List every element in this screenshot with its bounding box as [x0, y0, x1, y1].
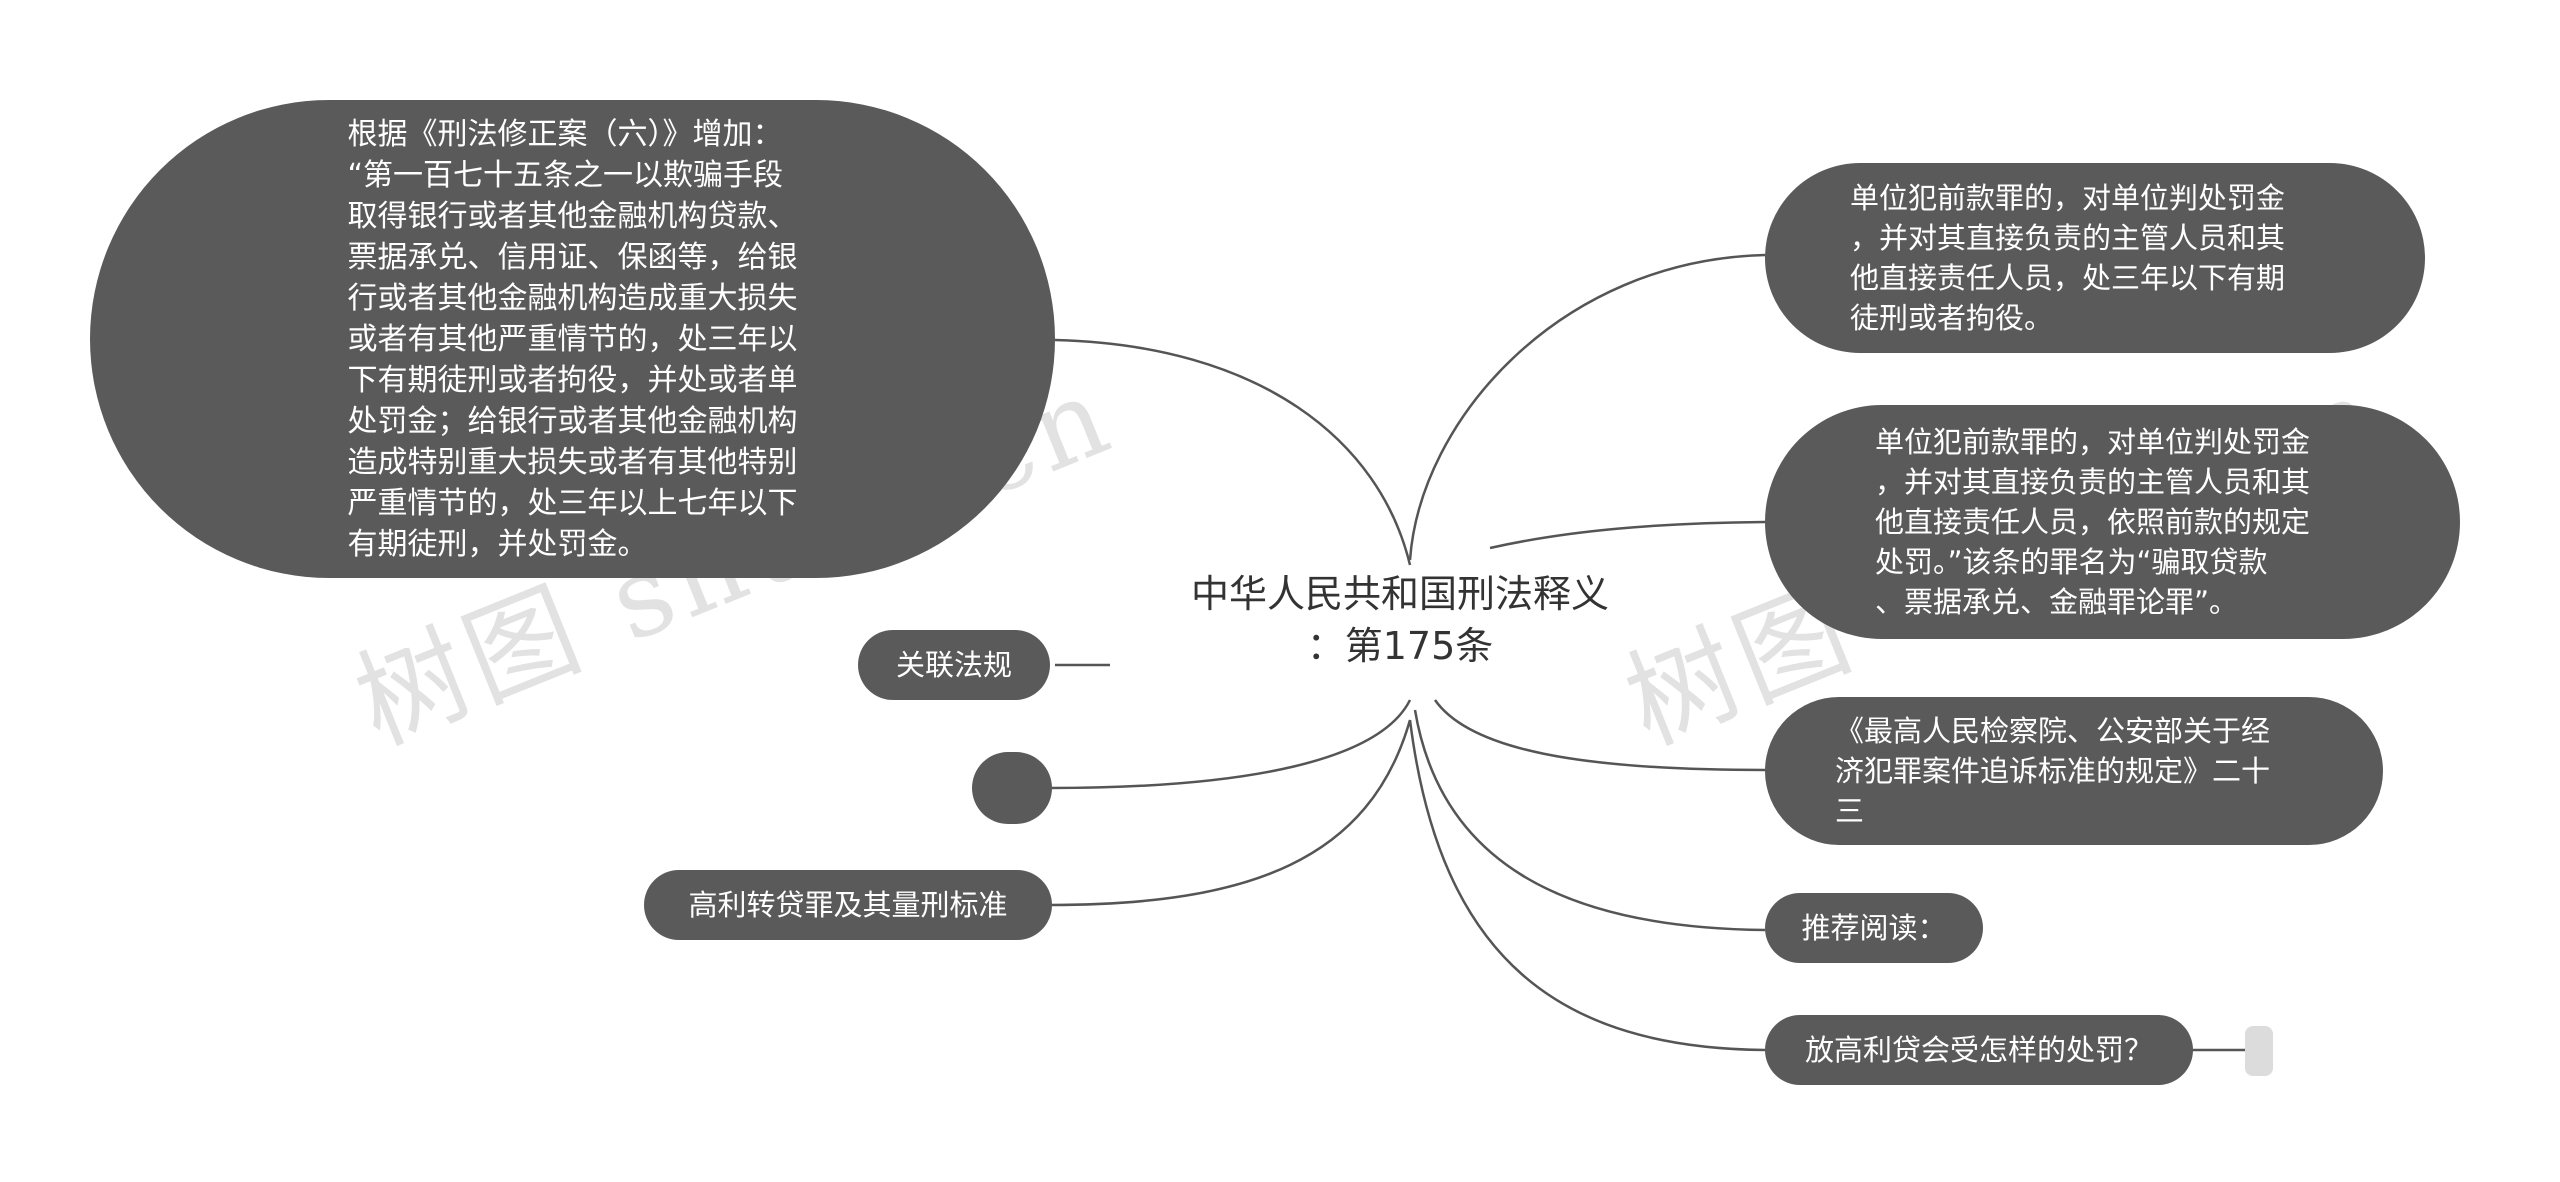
node-unit-crime-1[interactable]: 单位犯前款罪的，对单位判处罚金 ，并对其直接负责的主管人员和其 他直接责任人员，…: [1765, 163, 2425, 353]
node-unit-crime-2[interactable]: 单位犯前款罪的，对单位判处罚金 ，并对其直接负责的主管人员和其 他直接责任人员，…: [1765, 405, 2460, 639]
node-loan-question[interactable]: 放高利贷会受怎样的处罚？: [1765, 1015, 2193, 1085]
node-law-text-label: 根据《刑法修正案（六）》增加： “第一百七十五条之一以欺骗手段 取得银行或者其他…: [347, 116, 798, 562]
connector-prosecution: [1433, 699, 1766, 772]
connector-usury: [1049, 719, 1412, 907]
node-related-laws[interactable]: 关联法规: [858, 630, 1050, 700]
central-topic[interactable]: 中华人民共和国刑法释义 ：第175条: [1190, 572, 1609, 668]
connector-unit-crime-2: [1489, 520, 1766, 550]
node-recommended[interactable]: 推荐阅读：: [1765, 893, 1983, 963]
leaf-stub-node: [2245, 1026, 2273, 1076]
node-related-laws-label: 关联法规: [895, 648, 1012, 682]
connector-empty-node: [1049, 699, 1412, 790]
node-usury-label: 高利转贷罪及其量刑标准: [688, 888, 1008, 922]
connector-loan-question: [1408, 719, 1766, 1052]
node-unit-crime-2-label: 单位犯前款罪的，对单位判处罚金 ，并对其直接负责的主管人员和其 他直接责任人员，…: [1875, 425, 2311, 619]
connector-law-text: [1054, 338, 1412, 566]
node-unit-crime-1-label: 单位犯前款罪的，对单位判处罚金 ，并对其直接负责的主管人员和其 他直接责任人员，…: [1850, 181, 2286, 335]
node-usury[interactable]: 高利转贷罪及其量刑标准: [644, 870, 1052, 940]
node-loan-question-label: 放高利贷会受怎样的处罚？: [1804, 1033, 2153, 1067]
node-prosecution-standard[interactable]: 《最高人民检察院、公安部关于经 济犯罪案件追诉标准的规定》二十 三: [1765, 697, 2383, 845]
node-law-text[interactable]: 根据《刑法修正案（六）》增加： “第一百七十五条之一以欺骗手段 取得银行或者其他…: [90, 100, 1055, 578]
node-prosecution-standard-label: 《最高人民检察院、公安部关于经 济犯罪案件追诉标准的规定》二十 三: [1835, 714, 2271, 828]
connector-recommended: [1413, 709, 1766, 932]
connector-unit-crime-1: [1408, 253, 1766, 561]
node-empty[interactable]: [972, 752, 1052, 824]
node-recommended-label: 推荐阅读：: [1801, 911, 1947, 945]
